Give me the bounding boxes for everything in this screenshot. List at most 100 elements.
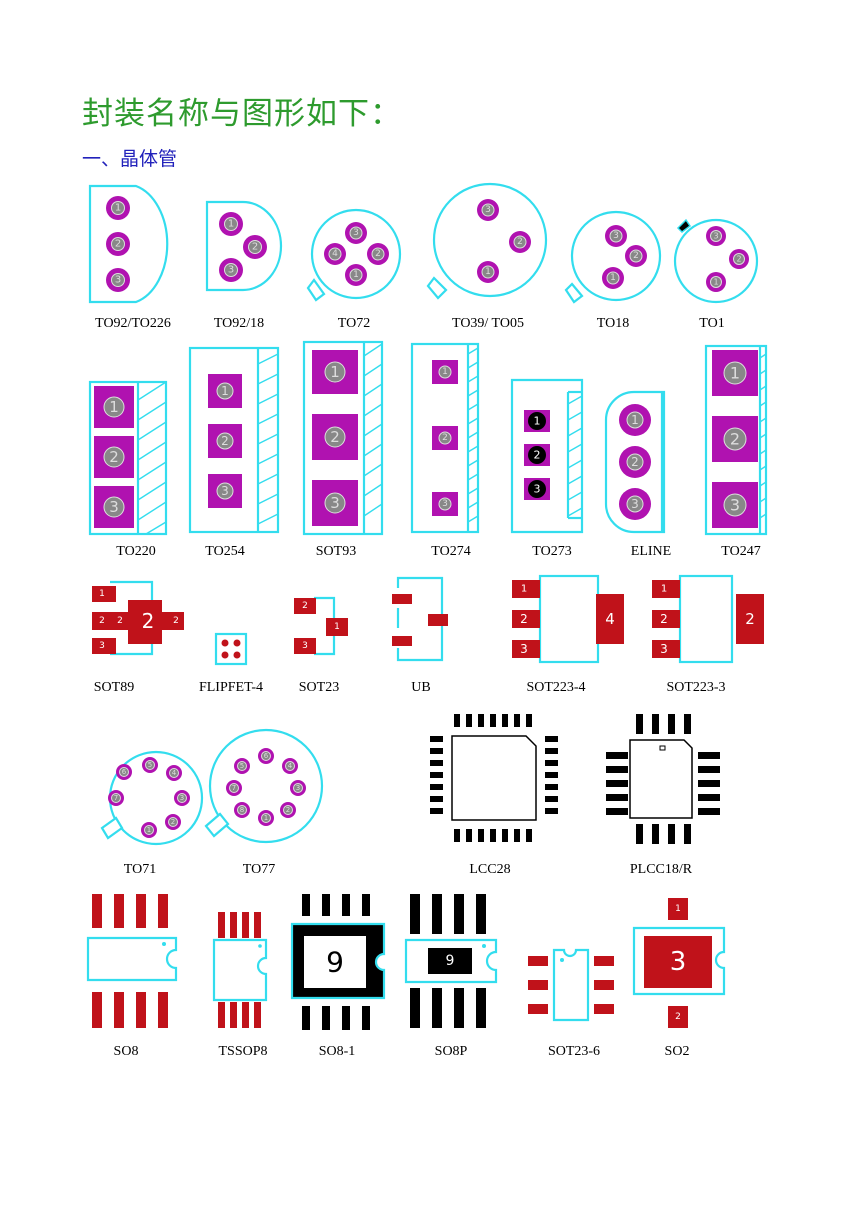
label-lcc28: LCC28 [469,862,511,877]
to39-package: 3 2 1 [426,182,548,300]
pin-5-label: 5 [240,762,244,770]
pin-2-label: 2 [286,806,290,814]
pin-2-label: 2 [330,428,340,446]
label-to92-226: TO92/TO226 [95,316,171,331]
pin-1-label: 1 [534,415,541,428]
sot89-package: 1 2 2 2 2 3 [92,580,184,656]
pin-3-label: 3 [442,499,448,509]
sot93-package: 1 2 3 [302,340,384,536]
pin-1-label: 1 [334,622,340,632]
pin-1-label: 1 [353,270,359,280]
label-plcc18r: PLCC18/R [629,862,693,877]
pin-3-label: 3 [221,484,229,498]
page-title: 封装名称与图形如下： [82,96,402,132]
label-to274: TO274 [431,544,471,559]
pin-1-label: 1 [115,203,121,214]
pin-2-label: 2 [442,433,448,443]
so8p-package: 9 [404,894,498,1028]
label-sot93: SOT93 [315,544,357,559]
pin-1-label: 1 [730,364,740,383]
eline-package: 1 2 3 [604,390,666,534]
pin-3-label: 3 [670,947,687,977]
label-to39: TO39/ TO05 [452,316,524,331]
tssop8-package [212,912,268,1028]
pin-3-label: 3 [180,794,184,802]
pin-1-label: 1 [521,584,527,595]
pin-3-label: 3 [730,496,740,515]
pin-1-label: 1 [228,219,234,230]
label-sot23-6: SOT23-6 [547,1044,601,1059]
pin-3-label: 3 [353,228,359,238]
pin-2-label: 2 [745,610,755,628]
pin-3-label: 3 [115,275,121,286]
pin-6-label: 6 [264,752,269,760]
pin-3-label: 3 [713,232,718,241]
pin-1-label: 1 [99,589,105,599]
label-ub: UB [411,680,431,695]
label-sot223-3: SOT223-3 [666,680,726,695]
pin-3-label: 3 [534,483,541,496]
to77-package: 6 4 3 2 1 8 7 5 [204,728,324,844]
label-so8p: SO8P [434,1044,468,1059]
pin-2-label: 2 [221,434,229,448]
pin-2-label: 2 [142,609,155,633]
to71-package: 5 4 3 2 1 6 7 [100,750,204,846]
pin-2-label: 2 [633,251,639,261]
label-to71: TO71 [123,862,157,877]
pin-2-label: 2 [660,612,668,626]
section-heading: 一、晶体管 [82,148,178,170]
pin-1-label: 1 [264,814,268,822]
label-to92-18: TO92/18 [213,316,265,331]
label-flipfet4: FLIPFET-4 [198,680,264,695]
pin-3-label: 3 [613,231,619,241]
pin-3-label: 3 [631,497,639,511]
so8-package [86,894,178,1028]
pin-2-label: 2 [115,239,121,250]
pin-1-label: 1 [442,367,448,377]
pin-3-label: 3 [99,641,105,651]
pin-1-label: 1 [109,398,119,416]
pin-4-label: 4 [332,249,338,259]
label-to77: TO77 [242,862,276,877]
label-to254: TO254 [205,544,245,559]
pin-3-label: 3 [296,784,300,792]
to18-package: 3 2 1 [564,210,662,304]
pin-1-label: 1 [610,273,616,283]
plcc18r-package [606,714,720,844]
lcc28-package [430,714,558,842]
label-to72: TO72 [337,316,371,331]
pin-7-label: 7 [232,784,236,792]
label-to18: TO18 [596,316,630,331]
pin-1-label: 1 [631,413,639,427]
label-to247: TO247 [721,544,761,559]
pin-2-label: 2 [99,616,105,626]
pin-3-label: 3 [228,265,234,276]
to1-package: 3 2 1 [673,218,759,304]
pin-3-label: 3 [109,498,119,516]
pin-8-label: 8 [240,806,244,814]
pin-9-label: 9 [326,946,344,979]
label-sot89: SOT89 [93,680,135,695]
pin-2-label: 2 [252,242,258,253]
pin-2-label: 2 [520,612,528,626]
to92-18-package: 1 2 3 [205,200,283,292]
to220-package: 1 2 3 [88,380,168,536]
to254-package: 1 2 3 [188,346,280,534]
pin-4-label: 4 [172,769,177,777]
sot223-3-package: 1 2 3 2 [652,574,764,664]
label-to1: TO1 [699,316,725,331]
pin-2-label: 2 [302,601,308,611]
pin-2-label: 2 [736,255,741,264]
pin-9-label: 9 [446,953,455,969]
pin-4-label: 4 [288,762,293,770]
sot223-4-package: 1 2 3 4 [512,574,624,664]
pin-2-label: 2 [631,455,639,469]
pin-2-label: 2 [675,1012,681,1022]
pin-2-label: 2 [517,237,523,247]
pin-1-label: 1 [147,826,151,834]
to92-226-package: 1 2 3 [88,184,169,304]
sot23-6-package [528,948,614,1022]
pin-2-label: 2 [730,430,740,449]
pin-2-label: 2 [173,616,179,626]
pin-1-label: 1 [330,363,340,381]
